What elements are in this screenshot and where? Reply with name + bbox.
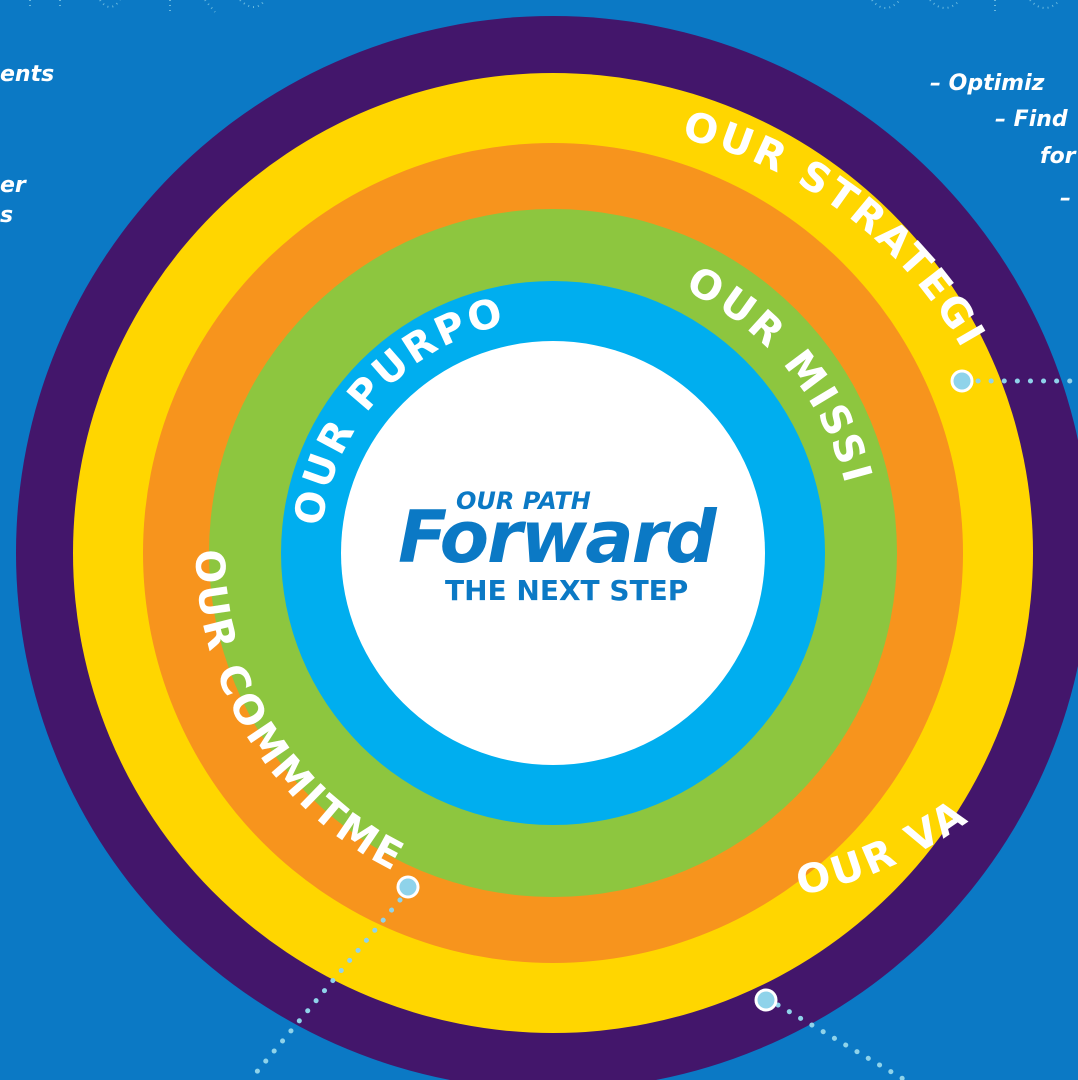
right-text-line-3: for [1040,144,1077,169]
values-connector-line [775,1002,908,1080]
right-text-line-4: – [1060,186,1071,211]
right-text-line-2: – Find [995,107,1068,132]
values-connector-dot [754,988,778,1012]
left-text-line-2: er [0,173,27,198]
strategies-connector-dot [950,369,974,393]
core-circle [341,341,765,765]
left-text-line-3: s [0,203,13,228]
center-title: Forward [398,495,718,579]
center-tagline: OUR PATH [456,487,591,515]
connectors [247,369,1078,1080]
top-dotted-decoration [29,0,1061,13]
left-text-line-1: ents [0,62,54,87]
center-subtitle: THE NEXT STEP [445,574,688,607]
commitments-connector-dot [396,875,420,899]
commitments-connector-line [247,897,403,1080]
right-text-line-1: – Optimiz [930,71,1045,96]
